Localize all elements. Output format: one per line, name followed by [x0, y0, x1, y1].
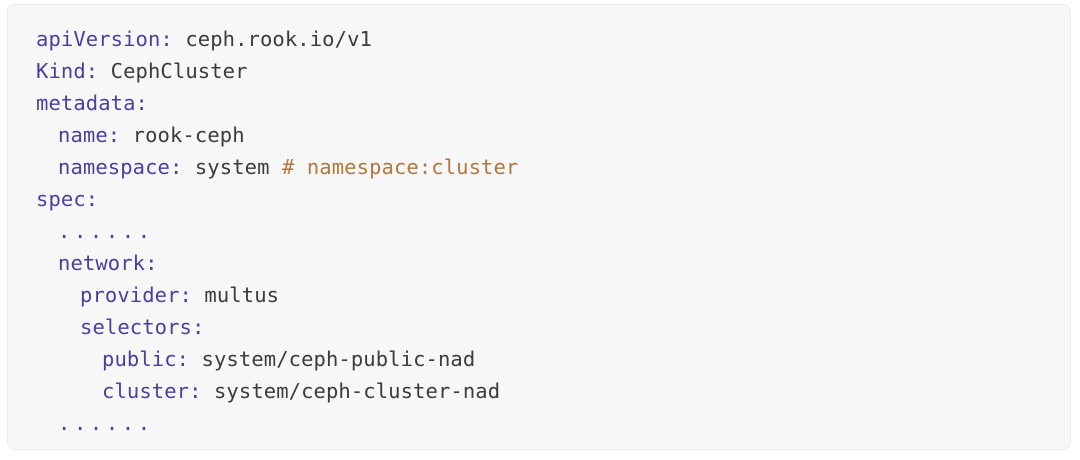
ellipsis-token: ...... — [58, 411, 154, 435]
yaml-value-token: rook-ceph — [120, 123, 245, 147]
yaml-key-token: namespace: — [58, 155, 183, 179]
yaml-value-token: CephCluster — [98, 59, 248, 83]
ellipsis-token: ...... — [58, 219, 154, 243]
code-line: ...... — [8, 215, 1070, 247]
yaml-comment-token: # namespace:cluster — [281, 155, 519, 179]
yaml-key-token: network: — [58, 251, 158, 275]
yaml-value-token: ceph.rook.io/v1 — [172, 27, 372, 51]
code-line: spec: — [8, 183, 1070, 215]
yaml-value-token: system/ceph-public-nad — [189, 347, 476, 371]
code-line: provider: multus — [8, 279, 1070, 311]
yaml-key-token: apiVersion: — [36, 27, 173, 51]
code-line: Kind: CephCluster — [8, 55, 1070, 87]
code-line: cluster: system/ceph-cluster-nad — [8, 375, 1070, 407]
yaml-key-token: Kind: — [36, 59, 99, 83]
code-line: namespace: system # namespace:cluster — [8, 151, 1070, 183]
yaml-key-token: metadata: — [36, 91, 148, 115]
yaml-value-token: multus — [191, 283, 280, 307]
yaml-key-token: spec: — [36, 187, 99, 211]
yaml-key-token: provider: — [80, 283, 192, 307]
yaml-key-token: name: — [58, 123, 121, 147]
yaml-key-token: selectors: — [80, 315, 205, 339]
yaml-key-token: cluster: — [102, 379, 202, 403]
code-line: ...... — [8, 407, 1070, 439]
code-line: apiVersion: ceph.rook.io/v1 — [8, 23, 1070, 55]
code-line: network: — [8, 247, 1070, 279]
yaml-key-token: public: — [102, 347, 190, 371]
yaml-value-token: system/ceph-cluster-nad — [201, 379, 501, 403]
code-line: name: rook-ceph — [8, 119, 1070, 151]
code-line: public: system/ceph-public-nad — [8, 343, 1070, 375]
yaml-value-token: system — [182, 155, 282, 179]
code-line: metadata: — [8, 87, 1070, 119]
code-line: selectors: — [8, 311, 1070, 343]
